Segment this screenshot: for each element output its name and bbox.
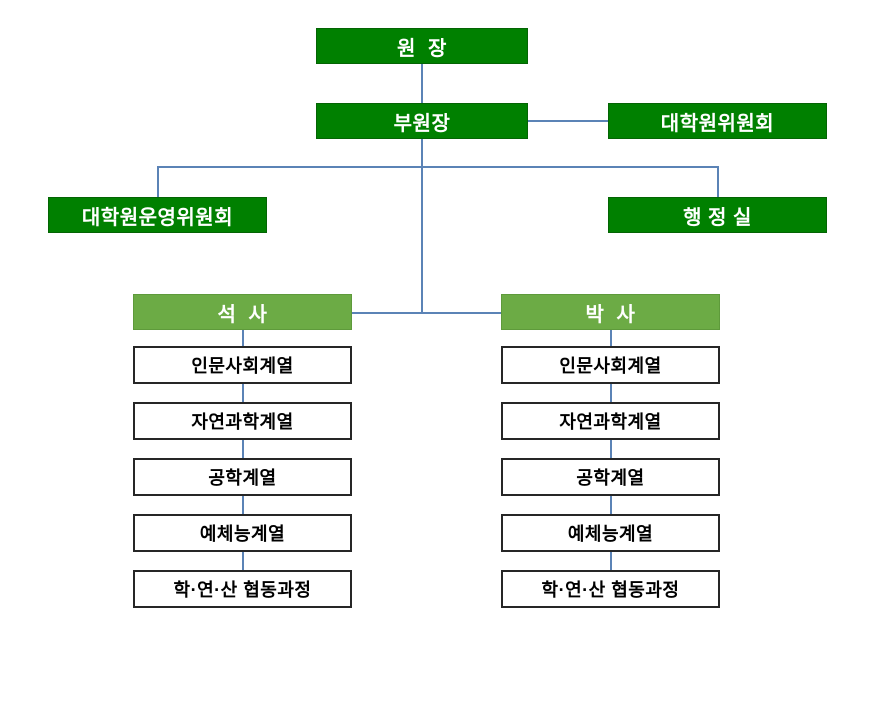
dept-doctoral-engineering: 공학계열 — [501, 458, 720, 496]
dept-masters-arts-sports: 예체능계열 — [133, 514, 352, 552]
dept-masters-humanities-social: 인문사회계열 — [133, 346, 352, 384]
connector-branch-left-drop — [157, 166, 159, 197]
connector-trunk — [421, 139, 423, 313]
dept-doctoral-humanities-social: 인문사회계열 — [501, 346, 720, 384]
node-deputy-director: 부원장 — [316, 103, 528, 139]
node-operating-committee: 대학원운영위원회 — [48, 197, 267, 233]
node-admin-office: 행 정 실 — [608, 197, 827, 233]
connector-doctoral-child-3 — [610, 496, 612, 514]
connector-doctoral-child-2 — [610, 440, 612, 458]
connector-masters-child-4 — [242, 552, 244, 570]
connector-deputy-graduate-committee — [528, 120, 608, 122]
connector-branch-horizontal — [157, 166, 718, 168]
node-masters: 석 사 — [133, 294, 352, 330]
dept-masters-engineering: 공학계열 — [133, 458, 352, 496]
connector-doctoral-child-4 — [610, 552, 612, 570]
dept-masters-natural-science: 자연과학계열 — [133, 402, 352, 440]
connector-masters-child-2 — [242, 440, 244, 458]
connector-masters-drop — [242, 330, 244, 346]
connector-branch-right-drop — [717, 166, 719, 197]
connector-masters-child-3 — [242, 496, 244, 514]
dept-doctoral-arts-sports: 예체능계열 — [501, 514, 720, 552]
connector-doctoral-child-1 — [610, 384, 612, 402]
node-doctoral: 박 사 — [501, 294, 720, 330]
connector-masters-doctoral — [352, 312, 501, 314]
connector-masters-child-1 — [242, 384, 244, 402]
node-director: 원 장 — [316, 28, 528, 64]
connector-doctoral-drop — [610, 330, 612, 346]
dept-doctoral-industry-cooperation: 학·연·산 협동과정 — [501, 570, 720, 608]
dept-masters-industry-cooperation: 학·연·산 협동과정 — [133, 570, 352, 608]
node-graduate-committee: 대학원위원회 — [608, 103, 827, 139]
connector-director-deputy — [421, 64, 423, 103]
dept-doctoral-natural-science: 자연과학계열 — [501, 402, 720, 440]
